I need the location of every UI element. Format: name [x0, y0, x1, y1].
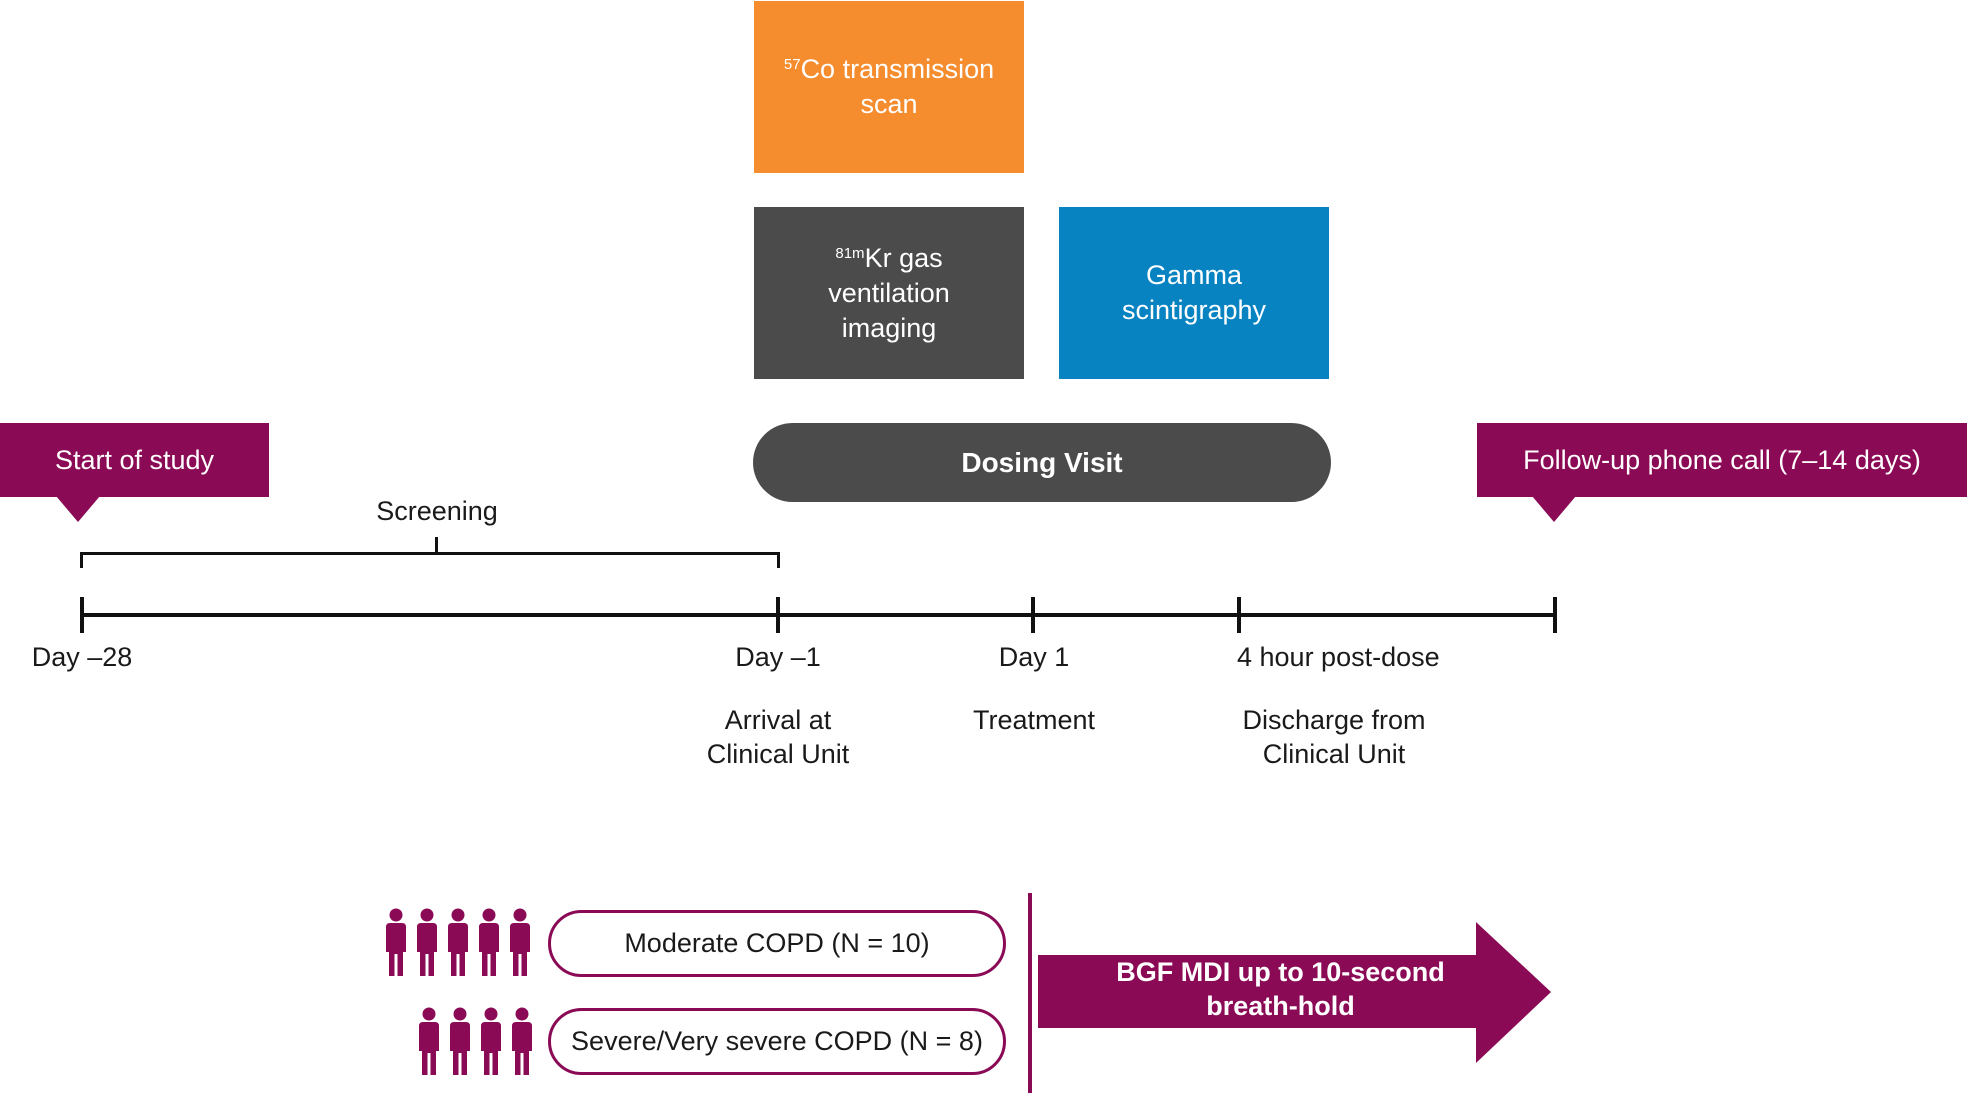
timeline-tick [1031, 597, 1035, 633]
timeline-tick [1237, 597, 1241, 633]
description-line: Arrival at [724, 705, 832, 735]
timeline-description: Discharge from Clinical Unit [1242, 703, 1425, 771]
moderate-cohort-people-icon [386, 908, 530, 976]
timeline-day-label: 4 hour post-dose [1237, 642, 1440, 672]
screening-bracket [80, 552, 779, 555]
ventilation-line1: Kr gas [864, 242, 943, 273]
gamma-scintigraphy-box: Gamma scintigraphy [1059, 207, 1329, 379]
timeline-tick [80, 597, 84, 633]
ventilation-imaging-box: 81mKr gas ventilation imaging [754, 207, 1024, 379]
description-line: Clinical Unit [1262, 739, 1406, 769]
transmission-scan-box: 57Co transmission scan [754, 1, 1024, 173]
follow-up-label: Follow-up phone call (7–14 days) [1523, 444, 1921, 475]
gamma-line1: Gamma [1145, 260, 1242, 290]
dosing-visit-label: Dosing Visit [961, 446, 1123, 478]
timeline-day-label: Day –1 [735, 642, 821, 672]
gamma-line2: scintigraphy [1121, 295, 1267, 325]
screening-label: Screening [376, 496, 498, 526]
moderate-copd-pill: Moderate COPD (N = 10) [548, 910, 1006, 977]
screening-bracket-right [777, 552, 780, 568]
start-of-study-tag: Start of study [0, 423, 269, 497]
timeline-tick [776, 597, 780, 633]
description-line: Clinical Unit [706, 739, 850, 769]
arrow-line1: BGF MDI up to 10-second [1116, 957, 1445, 987]
screening-bracket-center [435, 537, 438, 554]
timeline-axis [80, 613, 1557, 617]
cohort-label: Moderate COPD (N = 10) [624, 928, 930, 958]
severe-cohort-people-icon [419, 1007, 532, 1075]
transmission-line2: scan [860, 89, 918, 119]
ventilation-line2: ventilation [828, 277, 950, 308]
cohort-label: Severe/Very severe COPD (N = 8) [571, 1026, 983, 1056]
treatment-arrow-label: BGF MDI up to 10-second breath-hold [1038, 955, 1523, 1023]
ventilation-line3: imaging [841, 312, 937, 343]
description-line: Discharge from [1242, 705, 1426, 735]
isotope-superscript: 81m [835, 244, 865, 262]
dosing-visit-bar: Dosing Visit [753, 423, 1331, 502]
follow-up-pointer-icon [1532, 496, 1576, 522]
follow-up-tag: Follow-up phone call (7–14 days) [1477, 423, 1967, 497]
start-of-study-label: Start of study [54, 444, 215, 475]
screening-bracket-left [80, 552, 83, 568]
treatment-divider [1028, 893, 1032, 1093]
transmission-line1: Co transmission [800, 54, 995, 84]
isotope-superscript: 57 [783, 56, 801, 73]
description-line: Treatment [972, 705, 1096, 735]
treatment-arrow-icon [1038, 922, 1551, 1063]
start-pointer-icon [56, 496, 100, 522]
timeline-description: Treatment [973, 703, 1095, 737]
timeline-day-label: Day 1 [998, 642, 1070, 672]
arrow-line2: breath-hold [1206, 991, 1355, 1021]
timeline-day-label: Day –28 [31, 642, 133, 672]
timeline-description: Arrival at Clinical Unit [707, 703, 850, 771]
severe-copd-pill: Severe/Very severe COPD (N = 8) [548, 1008, 1006, 1075]
timeline-tick [1553, 597, 1557, 633]
